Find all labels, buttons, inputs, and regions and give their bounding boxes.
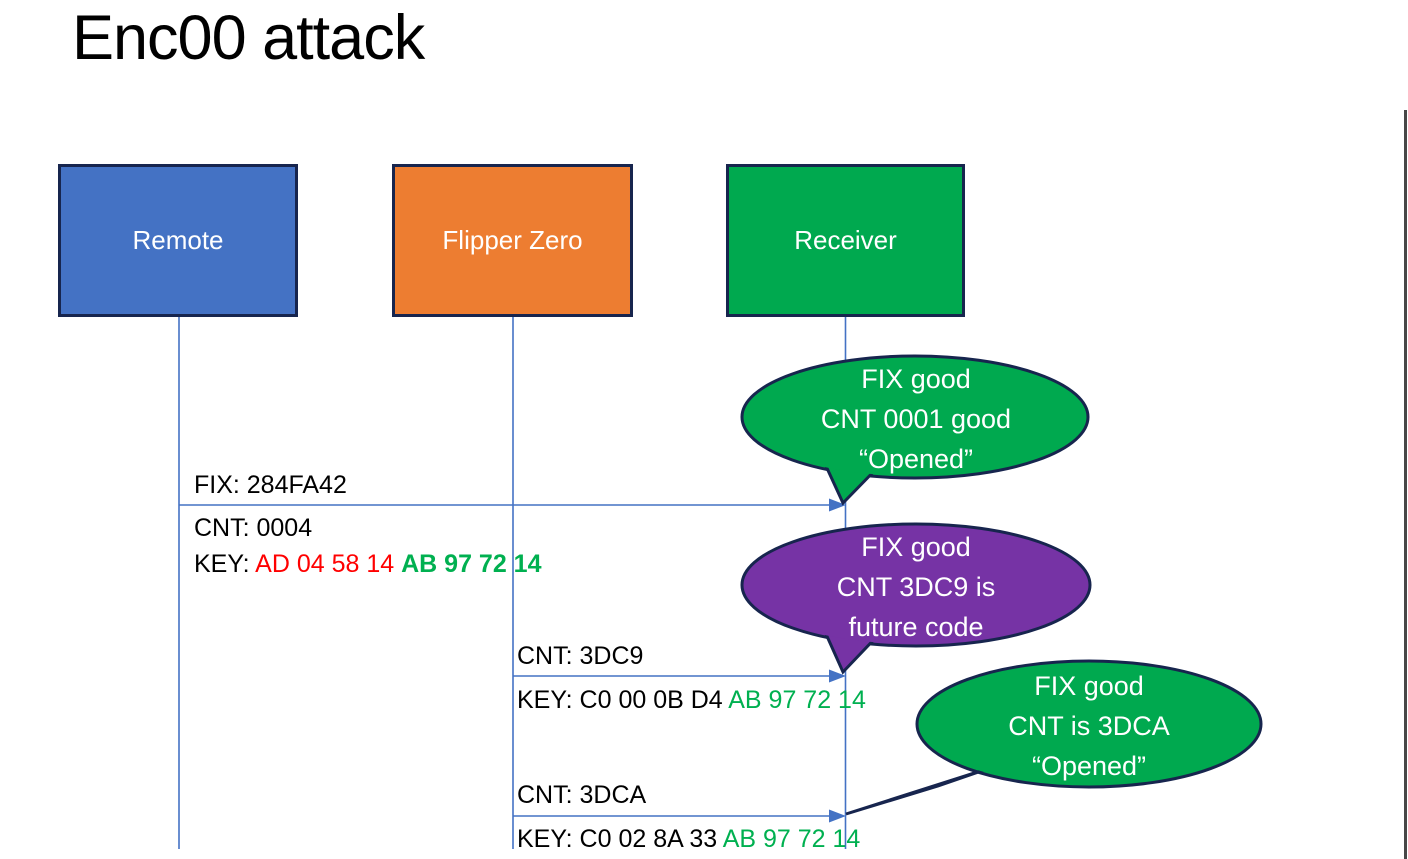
message-2-cnt-label: CNT: 3DC9: [517, 642, 644, 670]
callout-3-text: FIX good CNT is 3DCA “Opened”: [939, 666, 1239, 786]
actor-remote-label: Remote: [132, 225, 224, 255]
message-2-key-fixed-bytes: AB 97 72 14: [728, 686, 866, 714]
actor-receiver-label: Receiver: [794, 225, 897, 255]
callout-3-line-3: “Opened”: [1031, 751, 1147, 781]
callout-3-tail: [845, 764, 997, 816]
callout-1-line-1: FIX good: [861, 364, 971, 394]
callout-2-line-2: CNT 3DC9 is: [836, 572, 996, 602]
message-1-key-fixed-bytes: AB 97 72 14: [401, 550, 542, 578]
message-arrow-1: [179, 498, 846, 512]
callout-2-text: FIX good CNT 3DC9 is future code: [766, 527, 1066, 647]
message-2-key-label: KEY: C0 00 0B D4 AB 97 72 14: [517, 685, 866, 715]
slide-edge-line: [1404, 110, 1407, 859]
callout-1-line-2: CNT 0001 good: [820, 404, 1012, 434]
message-1-key-prefix: KEY:: [194, 550, 256, 578]
actor-flipper-zero-label: Flipper Zero: [442, 225, 583, 255]
message-arrow-2: [513, 669, 846, 683]
callout-3-ellipse-fill: [919, 663, 1259, 785]
message-1-cnt-label: CNT: 0004: [194, 514, 313, 542]
callout-3-line-2: CNT is 3DCA: [1008, 711, 1170, 741]
message-1-fix-label: FIX: 284FA42: [194, 471, 347, 499]
actor-box-remote[interactable]: Remote: [58, 164, 298, 317]
message-3-key-prefix: KEY: C0 02 8A 33: [517, 825, 723, 853]
callout-2-line-3: future code: [848, 612, 984, 642]
message-1-key-label: KEY: AD 04 58 14 AB 97 72 14: [194, 549, 541, 579]
callout-2-ellipse-fill: [744, 526, 1088, 644]
callout-3-line-1: FIX good: [1034, 671, 1144, 701]
callout-1-line-3: “Opened”: [858, 444, 974, 474]
page-title: Enc00 attack: [72, 3, 425, 73]
actor-box-flipper-zero[interactable]: Flipper Zero: [392, 164, 633, 317]
callout-bubble-1[interactable]: [740, 354, 1090, 506]
arrowhead-3: [829, 809, 846, 823]
callout-2-line-1: FIX good: [861, 532, 971, 562]
arrowhead-1: [829, 498, 846, 512]
callout-1-text: FIX good CNT 0001 good “Opened”: [766, 359, 1066, 479]
message-3-key-label: KEY: C0 02 8A 33 AB 97 72 14: [517, 824, 860, 854]
message-arrow-3: [513, 809, 846, 823]
message-2-key-prefix: KEY: C0 00 0B D4: [517, 686, 729, 714]
message-3-cnt-label: CNT: 3DCA: [517, 781, 647, 809]
message-3-key-fixed-bytes: AB 97 72 14: [722, 825, 861, 853]
callout-bubble-3[interactable]: [845, 659, 1263, 816]
arrowhead-2: [829, 669, 846, 683]
message-1-key-changing-bytes: AD 04 58 14: [255, 550, 402, 578]
callout-1-ellipse-fill: [744, 358, 1086, 476]
actor-box-receiver[interactable]: Receiver: [726, 164, 965, 317]
callout-bubble-2[interactable]: [740, 522, 1092, 675]
